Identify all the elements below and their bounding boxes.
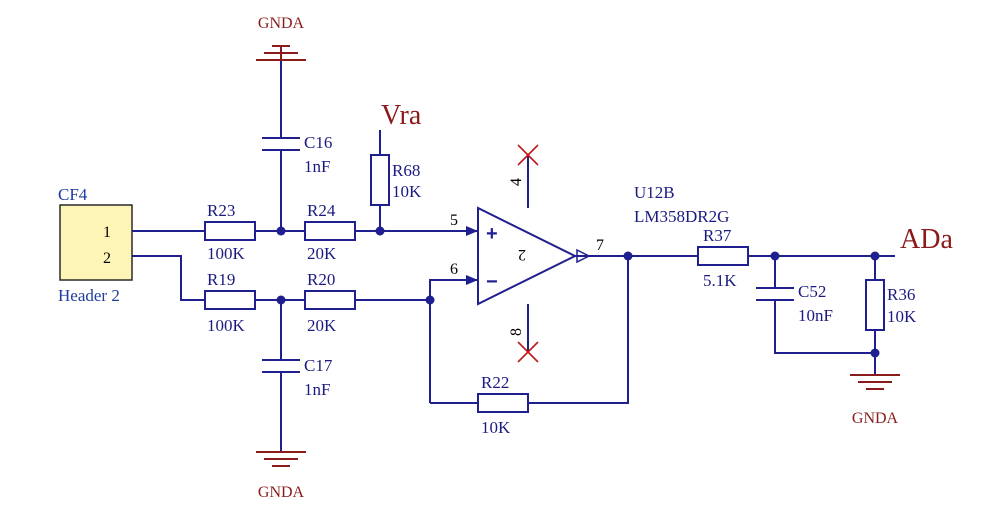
ground-label: GNDA <box>258 15 305 32</box>
svg-text:R68: R68 <box>392 161 420 180</box>
resistor-r22: R22 10K <box>477 373 529 437</box>
pin-number-6: 6 <box>450 261 458 278</box>
wires <box>132 60 895 452</box>
svg-text:R23: R23 <box>207 201 235 220</box>
svg-text:R19: R19 <box>207 270 235 289</box>
header-pin-2: 2 <box>103 250 111 267</box>
svg-text:R37: R37 <box>703 226 732 245</box>
opamp-part-number: LM358DR2G <box>634 207 729 226</box>
junction-dot <box>870 251 880 261</box>
resistor-r20: R20 20K <box>304 270 356 335</box>
resistor-r68: R68 10K <box>370 154 422 206</box>
svg-text:10nF: 10nF <box>798 306 833 325</box>
pin-number-5: 5 <box>450 212 458 229</box>
svg-text:C52: C52 <box>798 282 826 301</box>
svg-text:20K: 20K <box>307 316 337 335</box>
svg-text:1nF: 1nF <box>304 157 330 176</box>
ground-label: GNDA <box>852 410 899 427</box>
header-body <box>59 204 133 281</box>
ground-symbol-bottom-right: GNDA <box>850 374 900 427</box>
header-comment: Header 2 <box>58 286 120 305</box>
opamp-unit-number: 2 <box>518 246 526 263</box>
svg-text:10K: 10K <box>481 418 511 437</box>
opamp-designator: U12B <box>634 183 675 202</box>
opamp-minus-sign: − <box>486 271 498 293</box>
ground-symbol-top: GNDA <box>256 15 306 61</box>
svg-text:20K: 20K <box>307 244 337 263</box>
header-cf4: CF4 1 2 Header 2 <box>58 185 133 305</box>
junctions <box>276 226 880 358</box>
junction-dot <box>870 348 880 358</box>
capacitor-c52: C52 10nF <box>756 282 833 325</box>
opamp-triangle <box>477 206 578 306</box>
resistor-r19: R19 100K <box>204 270 256 335</box>
svg-text:1nF: 1nF <box>304 380 330 399</box>
svg-text:C17: C17 <box>304 356 333 375</box>
ground-symbol-bottom-left: GNDA <box>256 451 306 501</box>
resistor-r23: R23 100K <box>204 201 256 263</box>
svg-text:10K: 10K <box>392 182 422 201</box>
svg-text:C16: C16 <box>304 133 332 152</box>
capacitor-c17: C17 1nF <box>262 356 333 399</box>
opamp-plus-sign: + <box>486 223 498 245</box>
junction-dot <box>623 251 633 261</box>
pin-number-8: 8 <box>508 328 525 336</box>
junction-dot <box>770 251 780 261</box>
junction-dot <box>276 226 286 236</box>
opamp-u12b: + − 2 5 6 7 4 8 U12B LM358DR2G <box>450 144 729 363</box>
header-pin-1: 1 <box>103 224 111 241</box>
svg-text:100K: 100K <box>207 244 246 263</box>
svg-text:R24: R24 <box>307 201 336 220</box>
pin-number-7: 7 <box>596 237 604 254</box>
capacitor-c16: C16 1nF <box>262 133 332 176</box>
header-designator: CF4 <box>58 185 88 204</box>
svg-text:R22: R22 <box>481 373 509 392</box>
net-label-vra: Vra <box>381 100 422 131</box>
svg-text:5.1K: 5.1K <box>703 271 737 290</box>
junction-dot <box>375 226 385 236</box>
ground-label: GNDA <box>258 484 305 501</box>
svg-text:R36: R36 <box>887 285 915 304</box>
svg-text:100K: 100K <box>207 316 246 335</box>
svg-text:10K: 10K <box>887 307 917 326</box>
pin-number-4: 4 <box>508 178 525 186</box>
net-label-ada: ADa <box>900 224 953 255</box>
resistor-r37: R37 5.1K <box>697 226 749 290</box>
resistor-r36: R36 10K <box>865 279 917 331</box>
svg-text:R20: R20 <box>307 270 335 289</box>
junction-dot <box>425 295 435 305</box>
resistor-r24: R24 20K <box>304 201 356 263</box>
junction-dot <box>276 295 286 305</box>
